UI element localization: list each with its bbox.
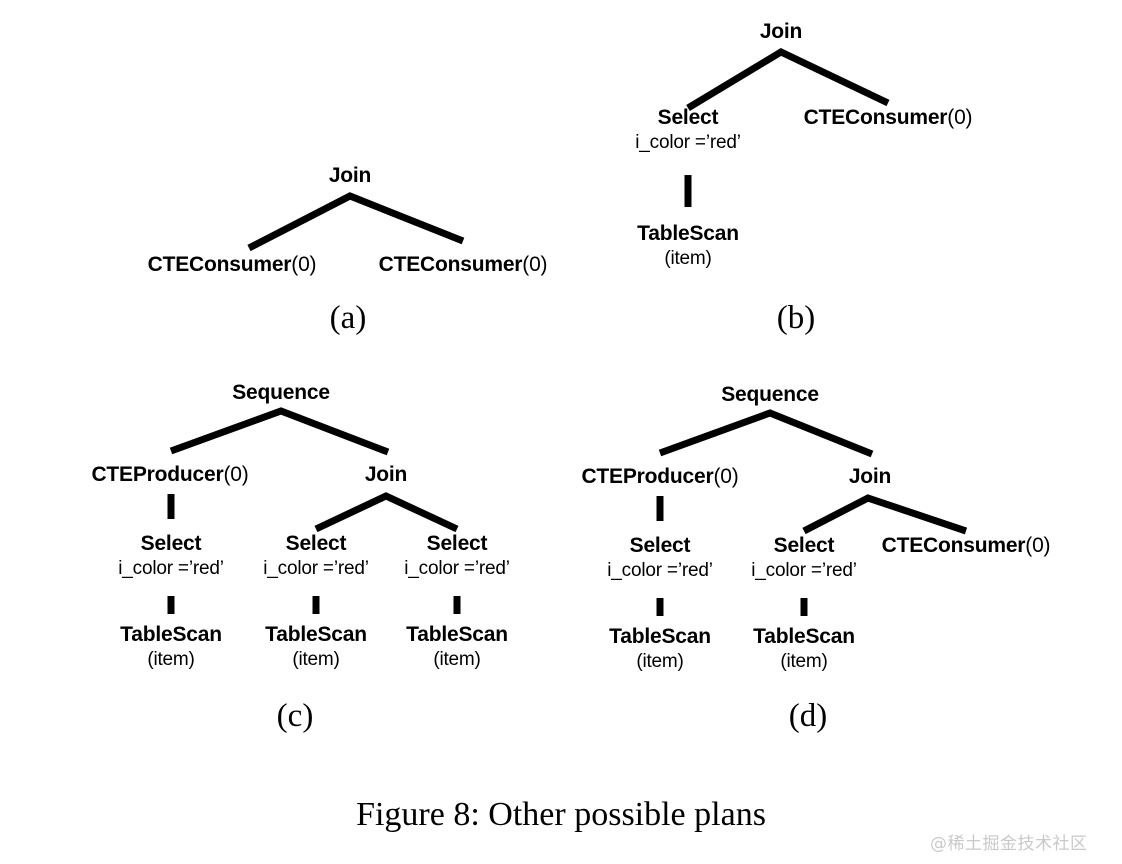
panel-b-node-cte-consumer: CTEConsumer(0) <box>804 107 973 128</box>
edge-c-join <box>314 492 459 533</box>
node-predicate: i_color =’red’ <box>607 560 713 581</box>
panel-b-node-join-root: Join <box>759 20 803 43</box>
node-arg: (0) <box>522 253 548 276</box>
panel-c-node-table-scan-1: TableScan (item) <box>120 624 222 669</box>
panel-c-node-select-2: Select i_color =’red’ <box>263 532 369 579</box>
node-title: TableScan <box>265 623 367 646</box>
node-title: CTEConsumer(0) <box>378 253 548 276</box>
node-predicate: i_color =’red’ <box>751 560 857 581</box>
node-arg: (0) <box>947 106 973 129</box>
node-title: TableScan <box>406 623 508 646</box>
node-title: Join <box>848 465 892 488</box>
node-title: Join <box>759 20 803 43</box>
panel-label-b: (b) <box>776 300 816 336</box>
panel-d-node-select-1: Select i_color =’red’ <box>607 534 713 581</box>
panel-d-node-table-scan-2: TableScan (item) <box>753 626 855 671</box>
node-relation: (item) <box>147 649 195 670</box>
node-title: Sequence <box>721 383 819 406</box>
node-title: CTEProducer(0) <box>581 465 739 488</box>
panel-label-c: (c) <box>276 698 314 734</box>
node-title: CTEConsumer(0) <box>803 106 973 129</box>
panel-d-node-table-scan-1: TableScan (item) <box>609 626 711 671</box>
edge-c-sequence <box>169 407 390 456</box>
node-title: Join <box>364 463 408 486</box>
panel-a-node-join-root: Join <box>328 164 372 187</box>
node-predicate: i_color =’red’ <box>263 558 369 579</box>
node-title: Select <box>285 532 347 555</box>
edge-a-join <box>247 192 465 252</box>
panel-label-d: (d) <box>788 698 828 734</box>
panel-d-node-sequence-root: Sequence <box>721 384 819 405</box>
panel-c-node-table-scan-2: TableScan (item) <box>265 624 367 669</box>
node-arg: (0) <box>1025 534 1051 557</box>
node-title: Select <box>629 534 691 557</box>
edge-d-sequence <box>658 409 874 458</box>
node-title: CTEProducer(0) <box>91 463 249 486</box>
node-predicate: i_color =’red’ <box>118 558 224 579</box>
node-arg: (0) <box>223 463 249 486</box>
panel-c-node-table-scan-3: TableScan (item) <box>406 624 508 669</box>
figure-caption: Figure 8: Other possible plans <box>356 796 766 833</box>
node-title: Select <box>140 532 202 555</box>
node-title: Select <box>426 532 488 555</box>
node-arg: (0) <box>713 465 739 488</box>
node-title: TableScan <box>120 623 222 646</box>
node-title: TableScan <box>609 625 711 648</box>
node-title: Sequence <box>232 381 330 404</box>
node-relation: (item) <box>664 248 712 269</box>
node-title: TableScan <box>753 625 855 648</box>
panel-b-node-table-scan: TableScan (item) <box>637 223 739 268</box>
panel-a-node-cte-consumer-right: CTEConsumer(0) <box>379 254 548 275</box>
panel-c-node-join: Join <box>364 463 408 486</box>
node-relation: (item) <box>636 651 684 672</box>
node-relation: (item) <box>433 649 481 670</box>
panel-b-node-select: Select i_color =’red’ <box>635 106 741 153</box>
node-title: Join <box>328 164 372 187</box>
node-title: TableScan <box>637 222 739 245</box>
node-title: Select <box>773 534 835 557</box>
node-predicate: i_color =’red’ <box>635 132 741 153</box>
panel-c-node-select-3: Select i_color =’red’ <box>404 532 510 579</box>
edge-d-join <box>802 494 968 535</box>
node-arg: (0) <box>291 253 317 276</box>
edge-b-join <box>686 48 890 111</box>
panel-d-node-select-2: Select i_color =’red’ <box>751 534 857 581</box>
panel-a-node-cte-consumer-left: CTEConsumer(0) <box>148 254 317 275</box>
panel-c-node-cte-producer: CTEProducer(0) <box>91 464 248 485</box>
panel-d-node-join: Join <box>848 465 892 488</box>
panel-label-a: (a) <box>329 300 367 336</box>
panel-d-node-cte-consumer: CTEConsumer(0) <box>882 535 1051 556</box>
node-predicate: i_color =’red’ <box>404 558 510 579</box>
watermark: @稀土掘金技术社区 <box>930 834 1088 854</box>
node-title: CTEConsumer(0) <box>881 534 1051 557</box>
panel-c-node-sequence-root: Sequence <box>232 382 330 403</box>
panel-c-node-select-1: Select i_color =’red’ <box>118 532 224 579</box>
node-title: Select <box>657 106 719 129</box>
panel-d-node-cte-producer: CTEProducer(0) <box>581 466 738 487</box>
node-relation: (item) <box>780 651 828 672</box>
node-relation: (item) <box>292 649 340 670</box>
node-title: CTEConsumer(0) <box>147 253 317 276</box>
